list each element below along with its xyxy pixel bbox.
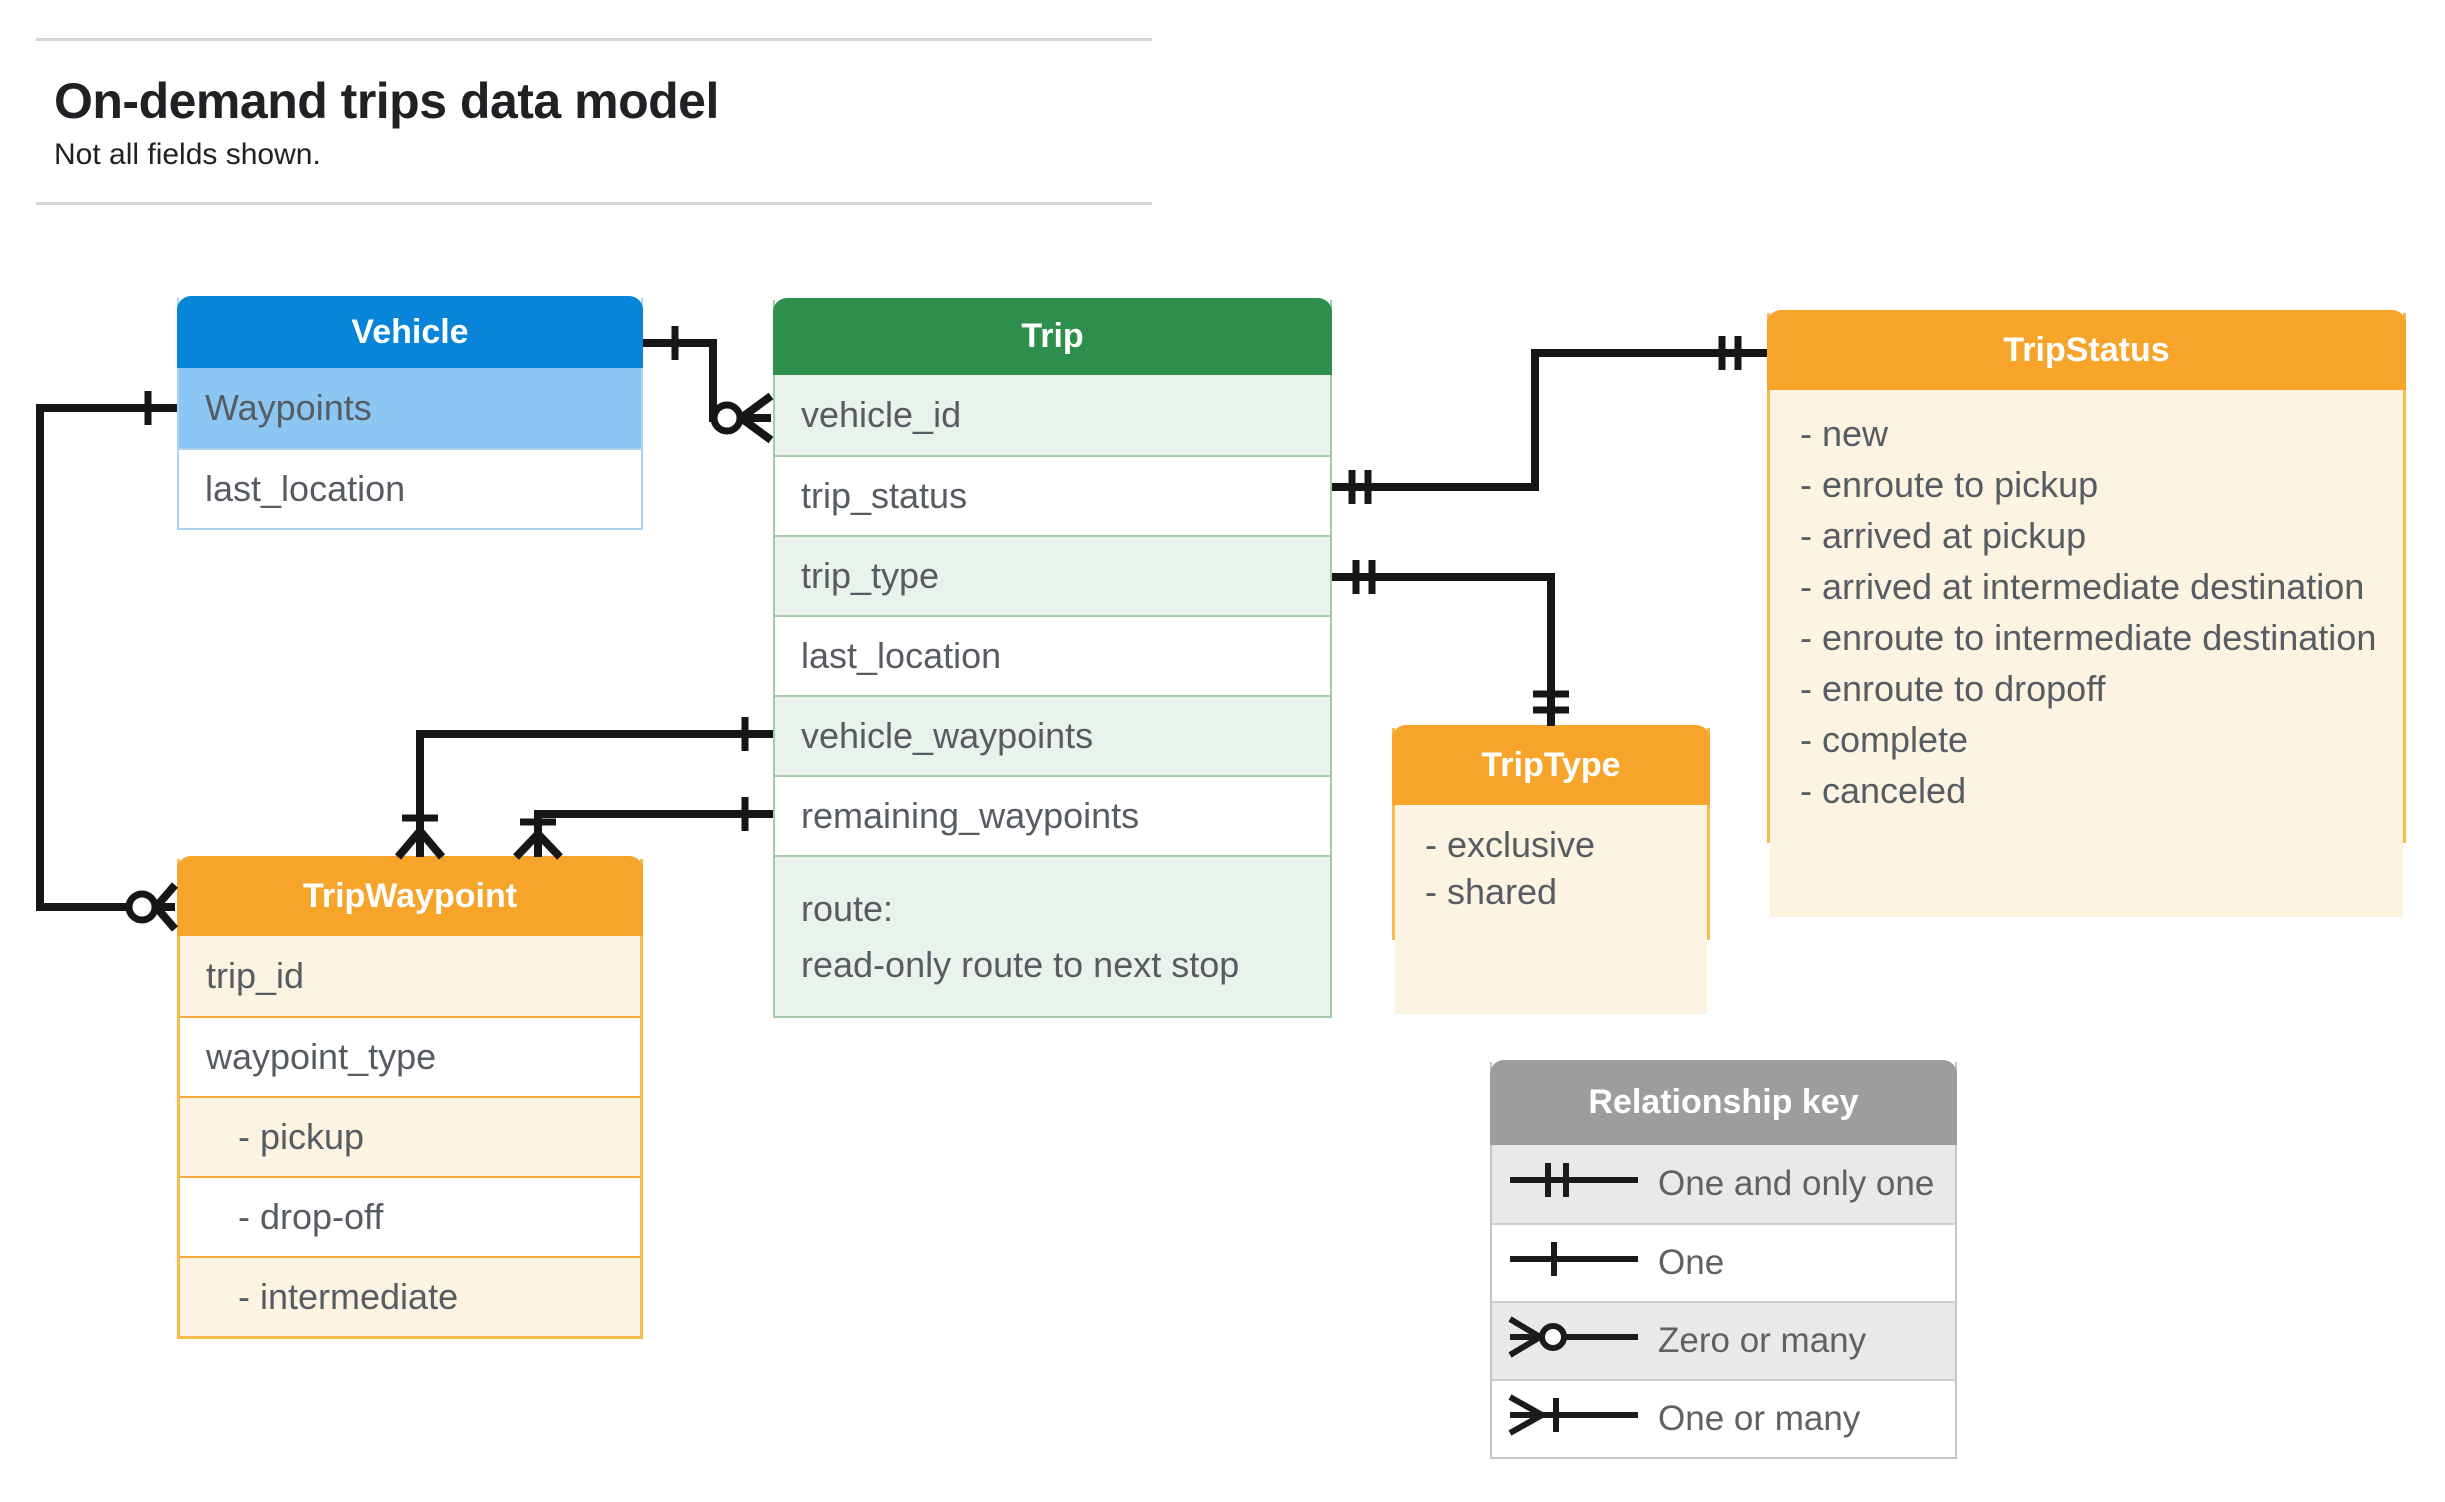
connector-trip-remaining-waypoints: [513, 797, 773, 860]
connector-trip-tripstatus: [1332, 336, 1767, 504]
enum-value: - arrived at pickup: [1800, 515, 2087, 556]
one-or-many-icon: [1508, 1393, 1644, 1446]
one-icon: [1508, 1237, 1644, 1290]
entity-field-row: remaining_waypoints: [775, 775, 1330, 855]
connector-trip-vehicle-waypoints: [394, 717, 773, 860]
entity-trip-header: Trip: [773, 298, 1332, 375]
legend-label: Zero or many: [1658, 1321, 1867, 1360]
legend-row: One: [1492, 1223, 1955, 1301]
entity-field-row: waypoint_type: [180, 1016, 640, 1096]
entity-trip-type: TripType - exclusive - shared: [1392, 725, 1710, 1014]
entity-field-row: trip_status: [775, 455, 1330, 535]
entity-trip-status-header: TripStatus: [1767, 310, 2406, 390]
top-divider: [36, 38, 1152, 41]
legend-row: Zero or many: [1492, 1301, 1955, 1379]
entity-trip-status-values: - new - enroute to pickup - arrived at pic…: [1770, 390, 2403, 917]
connector-trip-triptype: [1332, 560, 1569, 726]
enum-value: - enroute to dropoff: [1800, 668, 2106, 709]
connector-vehicle-tripwaypoint: [36, 391, 179, 932]
enum-value: - shared: [1425, 871, 1558, 912]
entity-field-row: - intermediate: [180, 1256, 640, 1336]
entity-field-row: - pickup: [180, 1096, 640, 1176]
one-and-only-one-icon: [1508, 1158, 1644, 1211]
enum-value: - exclusive: [1425, 824, 1596, 865]
entity-field-row: Waypoints: [179, 368, 641, 448]
legend-row: One and only one: [1492, 1145, 1955, 1223]
legend-label: One: [1658, 1243, 1725, 1282]
page-title: On-demand trips data model: [54, 73, 719, 129]
legend-label: One or many: [1658, 1399, 1861, 1438]
entity-field-row: last_location: [775, 615, 1330, 695]
entity-trip-status: TripStatus - new - enroute to pickup - arr…: [1767, 310, 2406, 917]
entity-vehicle-header: Vehicle: [177, 296, 643, 368]
entity-field-row: route:read-only route to next stop: [775, 855, 1330, 1016]
entity-field-row: last_location: [179, 448, 641, 528]
entity-field-row: vehicle_id: [775, 375, 1330, 455]
entity-trip-waypoint-header: TripWaypoint: [177, 856, 643, 936]
legend-row: One or many: [1492, 1379, 1955, 1457]
entity-field-row: vehicle_waypoints: [775, 695, 1330, 775]
title-divider: [36, 202, 1152, 205]
entity-field-row: - drop-off: [180, 1176, 640, 1256]
legend-label: One and only one: [1658, 1164, 1935, 1203]
page-subtitle: Not all fields shown.: [54, 138, 321, 171]
zero-or-many-icon: [1508, 1315, 1644, 1368]
enum-value: - arrived at intermediate destination: [1800, 566, 2365, 607]
enum-value: - complete: [1800, 719, 1969, 760]
connector-vehicle-trip: [643, 326, 774, 444]
enum-value: - canceled: [1800, 770, 1967, 811]
entity-field-row: trip_id: [180, 936, 640, 1016]
entity-field-row: trip_type: [775, 535, 1330, 615]
enum-value: - enroute to pickup: [1800, 464, 2099, 505]
entity-trip-type-values: - exclusive - shared: [1395, 805, 1707, 1014]
enum-value: - new: [1800, 413, 1889, 454]
entity-trip-type-header: TripType: [1392, 725, 1710, 805]
relationship-key-header: Relationship key: [1490, 1060, 1957, 1145]
enum-value: - enroute to intermediate destination: [1800, 617, 2377, 658]
